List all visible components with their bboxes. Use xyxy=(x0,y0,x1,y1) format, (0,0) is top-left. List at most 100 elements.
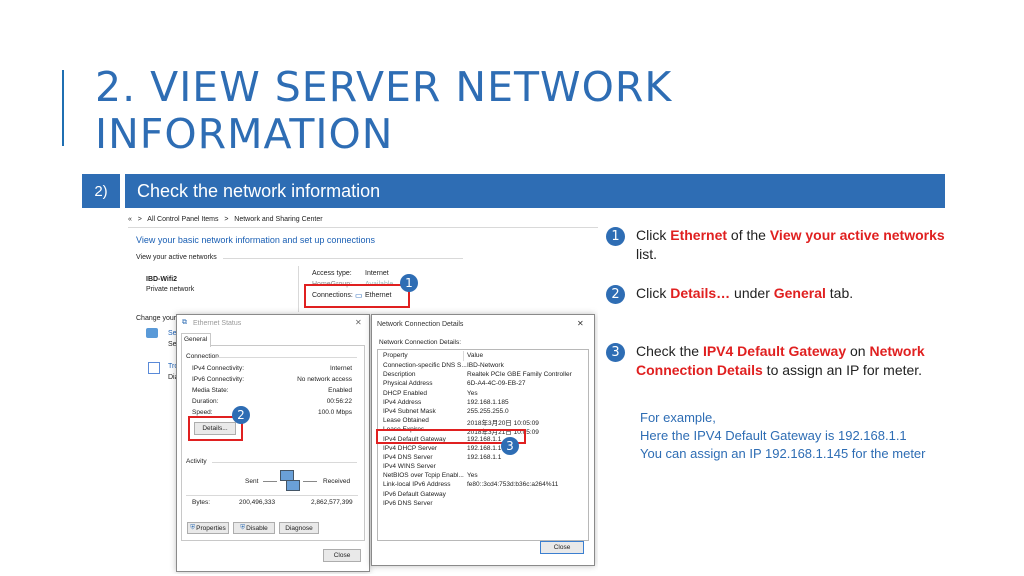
breadcrumb-sep-icon: > xyxy=(224,216,229,223)
details-row-value: 6D-A4-4C-09-EB-27 xyxy=(467,380,526,388)
details-row-property: Connection-specific DNS S... xyxy=(383,362,467,369)
network-setup-icon xyxy=(146,328,158,338)
details-row[interactable]: IPv6 Default Gateway xyxy=(383,491,588,500)
connection-row-value: 00:56:22 xyxy=(326,398,352,405)
ethernet-status-dialog: ⧉ Ethernet Status ✕ General Connection I… xyxy=(176,314,370,572)
details-row-value: 192.168.1.1 xyxy=(467,435,502,443)
details-row-value: 255.255.255.0 xyxy=(467,407,509,415)
details-listview[interactable]: Property Value Connection-specific DNS S… xyxy=(377,349,589,541)
instruction-1-text: of the xyxy=(727,227,770,243)
details-row-value: Realtek PCIe GBE Family Controller xyxy=(467,371,572,379)
active-networks-label: View your active networks xyxy=(136,254,217,261)
ethernet-close-button[interactable]: Close xyxy=(323,549,361,562)
example-line-3: You can assign an IP 192.168.1.145 for t… xyxy=(640,446,926,461)
disable-button-label: Disable xyxy=(246,524,268,532)
connection-row-label: Media State: xyxy=(192,387,229,394)
details-row[interactable]: IPv4 DNS Server 192.168.1.1 xyxy=(383,454,588,463)
connection-row-value: Internet xyxy=(329,365,352,372)
ethernet-link[interactable]: Ethernet xyxy=(365,292,392,299)
callout-badge-2: 2 xyxy=(232,406,250,424)
details-highlight-box xyxy=(188,416,243,441)
tab-general[interactable]: General xyxy=(181,333,211,347)
details-row-value: Yes xyxy=(467,472,478,480)
bytes-received: 2,862,577,399 xyxy=(311,499,353,506)
step-number: 2) xyxy=(82,174,120,208)
details-close-button[interactable]: Close xyxy=(540,541,584,554)
col-header-divider xyxy=(463,351,464,361)
col-header-property[interactable]: Property xyxy=(383,352,408,359)
instruction-3-text: on xyxy=(846,343,870,359)
slide-title-line-2: INFORMATION xyxy=(95,110,394,158)
details-row-property: IPv6 DNS Server xyxy=(383,499,433,507)
slide-title-line-1: 2. VIEW SERVER NETWORK xyxy=(95,63,673,111)
connection-row: Duration:00:56:22 xyxy=(192,398,352,409)
connection-row: IPv6 Connectivity:No network access xyxy=(192,376,352,387)
details-subtitle: Network Connection Details: xyxy=(379,339,462,346)
details-button[interactable]: Details... xyxy=(194,422,236,435)
details-row[interactable]: Connection-specific DNS S...IBD-Network xyxy=(383,362,588,371)
shield-icon: ⛨ xyxy=(190,524,196,531)
details-row-property: Description xyxy=(383,371,416,379)
details-row-value: 192.168.1.1 xyxy=(467,453,502,461)
sent-label: Sent xyxy=(245,478,259,485)
ethernet-status-close-icon[interactable]: ✕ xyxy=(355,318,362,327)
connection-row: IPv4 Connectivity:Internet xyxy=(192,365,352,376)
details-row[interactable]: Description Realtek PCIe GBE Family Contr… xyxy=(383,371,588,380)
breadcrumb-control-panel[interactable]: All Control Panel Items xyxy=(147,216,219,223)
breadcrumb-back-arrow[interactable]: « xyxy=(128,216,132,223)
setup-connection-link-stub[interactable]: Se xyxy=(168,330,177,337)
connection-section-label: Connection xyxy=(186,353,219,360)
details-row[interactable]: IPv4 WINS Server xyxy=(383,463,588,472)
activity-section-rule xyxy=(212,462,357,463)
details-row-property: DHCP Enabled xyxy=(383,389,427,397)
properties-button[interactable]: ⛨Properties xyxy=(187,522,229,534)
received-line xyxy=(303,481,317,482)
step-title: Check the network information xyxy=(125,174,945,208)
callout-badge-1: 1 xyxy=(400,274,418,292)
activity-rule xyxy=(186,495,358,496)
access-type-label: Access type: xyxy=(312,270,352,277)
instruction-badge-3: 3 xyxy=(606,343,625,362)
example-line-2: Here the IPV4 Default Gateway is 192.168… xyxy=(640,428,907,443)
network-type: Private network xyxy=(146,286,195,293)
diagnose-button[interactable]: Diagnose xyxy=(279,522,319,534)
details-row-property: IPv4 DNS Server xyxy=(383,453,433,461)
received-label: Received xyxy=(323,478,351,485)
connection-row: Media State: Enabled xyxy=(192,387,352,398)
instruction-1-highlight-networks: View your active networks xyxy=(769,227,945,243)
details-row[interactable]: NetBIOS over Tcpip Enabl...Yes xyxy=(383,472,588,481)
connection-details-dialog: Network Connection Details ✕ Network Con… xyxy=(371,314,595,566)
network-name: IBD-Wifi2 xyxy=(146,276,178,283)
network-computers-icon xyxy=(280,470,300,492)
details-close-icon[interactable]: ✕ xyxy=(577,319,584,328)
breadcrumb-divider xyxy=(128,227,598,228)
disable-button[interactable]: ⛨Disable xyxy=(233,522,275,534)
network-divider xyxy=(298,266,299,312)
connection-row-value: Enabled xyxy=(328,387,352,394)
instruction-3-text: to assign an IP for meter. xyxy=(762,362,923,378)
breadcrumb-network-center[interactable]: Network and Sharing Center xyxy=(234,216,323,223)
example-note: For example, Here the IPV4 Default Gatew… xyxy=(640,409,926,463)
details-dialog-title: Network Connection Details xyxy=(377,321,464,328)
instruction-badge-2: 2 xyxy=(606,285,625,304)
col-header-value[interactable]: Value xyxy=(467,352,484,359)
instruction-1-text: list. xyxy=(636,246,657,262)
details-row[interactable]: IPv6 DNS Server xyxy=(383,500,588,509)
troubleshoot-link-stub[interactable]: Tro xyxy=(168,363,179,370)
control-panel-heading: View your basic network information and … xyxy=(136,235,375,245)
bytes-label: Bytes: xyxy=(192,499,211,506)
instruction-3-highlight-gateway: IPV4 Default Gateway xyxy=(702,343,847,359)
activity-section-label: Activity xyxy=(186,458,207,465)
connection-row-label: IPv6 Connectivity: xyxy=(192,376,245,383)
instruction-badge-1: 1 xyxy=(606,227,625,246)
